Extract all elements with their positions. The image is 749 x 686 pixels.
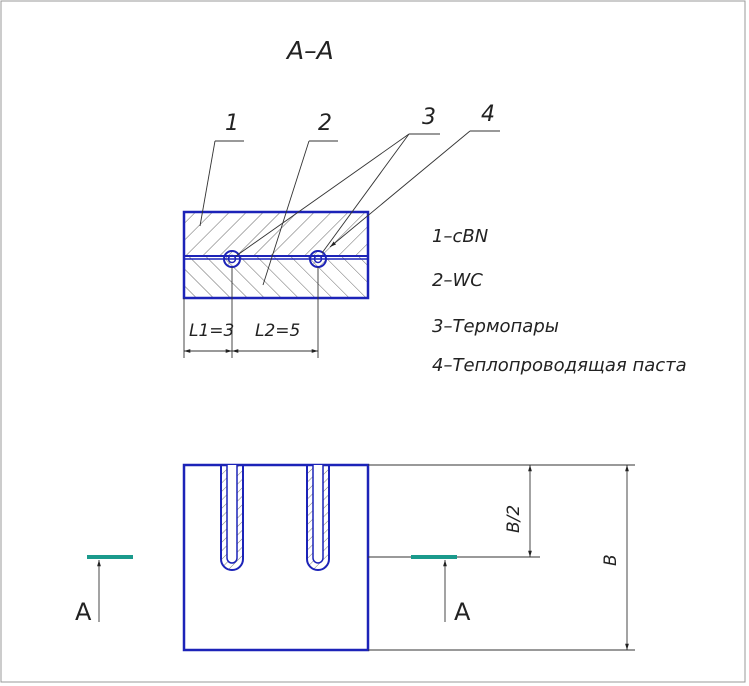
callout-1: 1	[225, 111, 239, 136]
layer-cbn	[184, 212, 368, 257]
legend-item-1: 1–cBN	[432, 226, 488, 247]
section-marker-right: A	[411, 555, 471, 626]
section-view	[182, 210, 370, 300]
plan-view	[182, 463, 370, 652]
dimension-b-label: B	[601, 554, 621, 566]
legend-item-2: 2–WC	[432, 270, 483, 291]
section-mark-left: A	[75, 598, 92, 626]
dimension-half-b: B/2	[504, 505, 524, 533]
legend-item-3: 3–Термопары	[432, 316, 559, 337]
callout-3: 3	[422, 105, 436, 130]
legend-item-4: 4–Теплопроводящая паста	[432, 355, 687, 376]
layer-wc	[184, 257, 368, 298]
section-marker-left: A	[75, 555, 133, 626]
section-title: A–A	[285, 36, 334, 65]
callout-2: 2	[318, 111, 332, 136]
plate-outline	[182, 463, 370, 652]
dimension-l: L1=3 L2=5	[183, 267, 319, 358]
callouts: 1 2 3 4	[199, 102, 500, 286]
section-mark-right: A	[454, 598, 471, 626]
dimension-l1: L1=3	[189, 321, 234, 341]
dimension-l2: L2=5	[255, 321, 300, 341]
callout-4: 4	[481, 102, 495, 127]
dimension-b: B/2 B	[368, 464, 635, 651]
legend: 1–cBN 2–WC 3–Термопары 4–Теплопроводящая…	[432, 226, 687, 376]
